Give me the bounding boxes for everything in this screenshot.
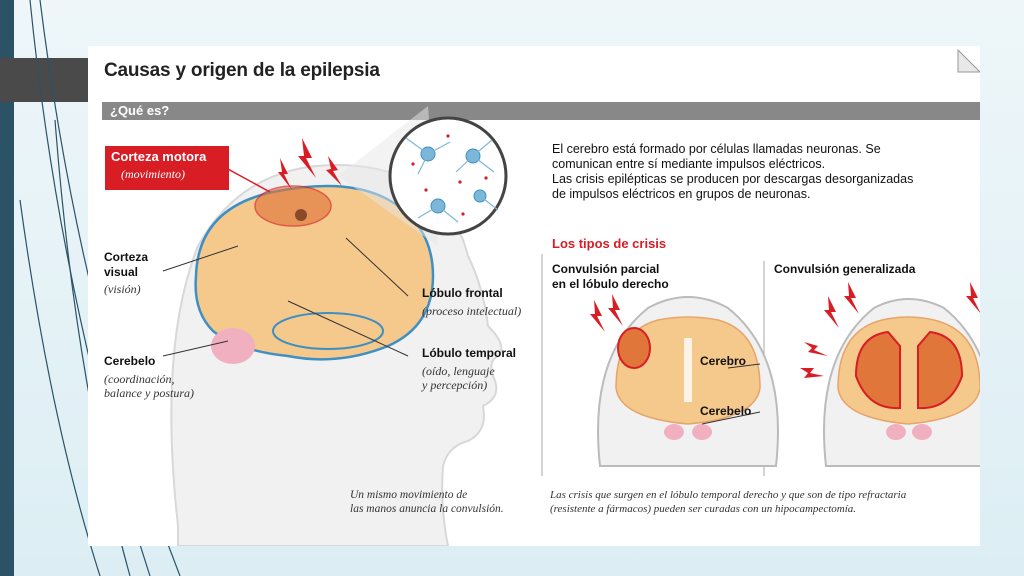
footer-left-note: Un mismo movimiento de las manos anuncia… (350, 488, 504, 516)
partial-ventricle (684, 338, 692, 402)
frontal-lobe-subtitle: (proceso intelectual) (422, 304, 522, 318)
footer-right-line: (resistente a fármacos) pueden ser curad… (550, 503, 857, 515)
visual-cortex-title-line: visual (104, 265, 139, 279)
infographic-title: Causas y origen de la epilepsia (104, 60, 380, 81)
temporal-lobe-outline (272, 312, 384, 350)
crisis-types-heading: Los tipos de crisis (552, 236, 667, 251)
general-convulsion-title: Convulsión generalizada (774, 262, 916, 276)
cerebro-label: Cerebro (700, 354, 747, 368)
cerebellum-shape (211, 328, 255, 364)
visual-cortex-title-line: Corteza (104, 250, 149, 264)
temporal-lobe-subtitle-line: y percepción) (422, 378, 488, 392)
motor-cortex-label: Corteza motora (movimiento) (105, 146, 229, 190)
footer-left-line: las manos anuncia la convulsión. (350, 503, 504, 515)
spark-icon (326, 156, 342, 186)
page-curl-corner (957, 48, 980, 73)
description-paragraph: El cerebro está formado por células llam… (552, 142, 980, 202)
cerebelo-subtitle-line: balance y postura) (104, 386, 194, 400)
spark-icon (590, 300, 605, 332)
description-line: comunican entre sí mediante impulsos elé… (552, 157, 826, 171)
section-title: ¿Qué es? (110, 103, 170, 118)
general-right-hemisphere (917, 330, 964, 410)
connector-line (701, 411, 761, 425)
general-left-hemisphere (854, 330, 901, 410)
footer-right-line: Las crisis que surgen en el lóbulo tempo… (550, 489, 907, 501)
partial-cerebellum (664, 424, 684, 440)
partial-convulsion-line: en el lóbulo derecho (552, 277, 669, 291)
spark-icon (298, 138, 316, 178)
frontal-lobe-title: Lóbulo frontal (422, 286, 503, 300)
electric-impulse-dots (411, 134, 488, 216)
spark-icon (608, 294, 623, 326)
partial-cerebellum (692, 424, 712, 440)
general-cerebellum (886, 424, 906, 440)
footer-left-line: Un mismo movimiento de (350, 489, 468, 501)
partial-focus-area (617, 327, 651, 369)
illustration (162, 48, 980, 546)
cerebelo-subtitle: (coordinación, balance y postura) (104, 372, 194, 400)
motor-cortex-highlight (254, 185, 332, 227)
left-accent-bar (0, 0, 14, 576)
spark-icon (278, 158, 292, 190)
description-line: de impulsos eléctricos en grupos de neur… (552, 187, 811, 201)
general-cerebellum (912, 424, 932, 440)
visual-cortex-subtitle: (visión) (104, 282, 141, 296)
connector-line (345, 237, 409, 297)
motor-cortex-subtitle: (movimiento) (121, 167, 185, 181)
connector-line (225, 167, 271, 193)
connector-line (162, 245, 239, 272)
connector-line (287, 300, 409, 357)
motor-cortex-focus (295, 209, 307, 221)
partial-convulsion-title: Convulsión parcial en el lóbulo derecho (552, 262, 669, 292)
section-bar: ¿Qué es? (102, 102, 980, 120)
infographic-panel: Causas y origen de la epilepsia ¿Qué es? (88, 46, 980, 546)
temporal-lobe-subtitle-line: (oído, lenguaje (422, 364, 495, 378)
partial-convulsion-line: Convulsión parcial (552, 262, 660, 276)
connector-line (162, 340, 229, 357)
neuron-dendrites (405, 137, 499, 223)
cerebelo-subtitle-line: (coordinación, (104, 372, 175, 386)
footer-right-note: Las crisis que surgen en el lóbulo tempo… (550, 488, 978, 516)
general-sparks (800, 282, 980, 378)
visual-cortex-title: Corteza visual (104, 250, 148, 280)
temporal-lobe-subtitle: (oído, lenguaje y percepción) (422, 364, 495, 392)
cerebelo-title: Cerebelo (104, 354, 156, 368)
cerebelo-small-label: Cerebelo (700, 404, 752, 418)
description-line: Las crisis epilépticas se producen por d… (552, 172, 914, 186)
connector-line (727, 363, 761, 369)
temporal-lobe-title: Lóbulo temporal (422, 346, 516, 360)
description-line: El cerebro está formado por células llam… (552, 142, 881, 156)
motor-cortex-title: Corteza motora (111, 149, 207, 164)
dark-accent-block (0, 58, 88, 102)
